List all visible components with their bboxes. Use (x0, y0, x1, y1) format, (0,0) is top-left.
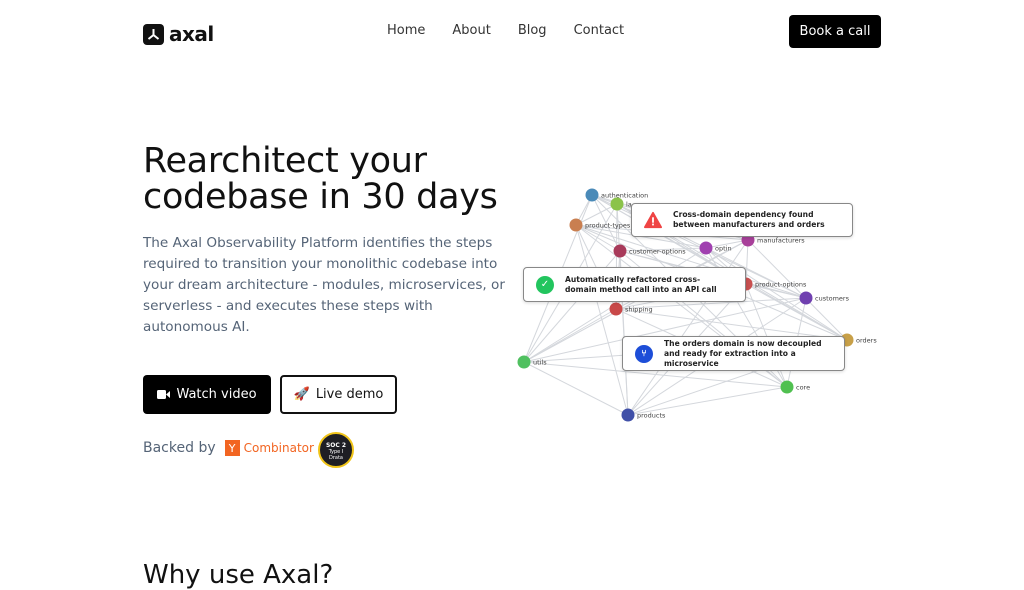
graph-node-label: orders (856, 337, 877, 345)
graph-edge (627, 386, 788, 416)
graph-node (585, 188, 599, 202)
graph-edge (575, 224, 621, 252)
branch-icon: ⑂ (635, 344, 653, 363)
graph-node-label: product-types (585, 222, 631, 230)
graph-edge (615, 297, 807, 310)
graph-edge (523, 361, 788, 388)
graph-node (610, 197, 624, 211)
logo-text: axal (169, 22, 214, 46)
watch-video-button[interactable]: Watch video (143, 375, 271, 414)
graph-node-label: utils (533, 359, 547, 367)
graph-node (699, 241, 713, 255)
notification-card: ✓ Automatically refactored cross-domain … (523, 267, 746, 302)
nav-about[interactable]: About (452, 23, 491, 38)
notification-card: ⑂ The orders domain is now decoupled and… (622, 336, 845, 371)
graph-edge (705, 239, 749, 249)
graph-edge (523, 297, 807, 363)
graph-node (609, 302, 623, 316)
warning-icon (644, 211, 662, 229)
graph-edge (745, 283, 807, 299)
graph-edge (523, 308, 617, 363)
graph-node-label: la (626, 201, 632, 209)
graph-edge (523, 361, 629, 416)
check-icon: ✓ (536, 275, 554, 294)
graph-edge (575, 224, 807, 299)
graph-node (569, 218, 583, 232)
hero-title: Rearchitect your codebase in 30 days (143, 141, 498, 217)
graph-node-label: manufacturers (757, 237, 805, 245)
graph-edge (615, 308, 848, 341)
section-title: Why use Axal? (143, 560, 334, 590)
main-nav: Home About Blog Contact (387, 23, 624, 38)
graph-edge (705, 247, 848, 341)
watch-video-label: Watch video (176, 387, 257, 402)
graph-node (621, 408, 635, 422)
graph-edge (747, 239, 848, 341)
graph-node-label: products (637, 412, 666, 420)
notification-card: Cross-domain dependency found between ma… (631, 203, 853, 237)
graph-edge (745, 239, 749, 285)
graph-node (799, 291, 813, 305)
live-demo-button[interactable]: 🚀 Live demo (280, 375, 397, 414)
graph-node-label: shipping (625, 306, 653, 314)
nav-blog[interactable]: Blog (517, 23, 547, 38)
live-demo-label: Live demo (315, 387, 384, 402)
graph-node-label: core (796, 384, 810, 392)
logo[interactable]: axal (143, 22, 214, 46)
rocket-icon: 🚀 (293, 387, 310, 402)
graph-edge (745, 283, 848, 341)
graph-node-label: customer-options (629, 248, 686, 256)
graph-node-label: authentication (601, 192, 648, 200)
graph-edge (575, 203, 618, 226)
graph-edge (705, 247, 807, 299)
graph-node-label: customers (815, 295, 850, 303)
nav-home[interactable]: Home (387, 23, 426, 38)
graph-node-label: optin (715, 245, 732, 253)
graph-node (613, 244, 627, 258)
book-call-button[interactable]: Book a call (789, 15, 881, 48)
logo-icon (143, 23, 164, 45)
hero-description: The Axal Observability Platform identifi… (143, 235, 505, 335)
nav-contact[interactable]: Contact (573, 23, 625, 38)
graph-node (780, 380, 794, 394)
video-camera-icon (157, 390, 171, 399)
graph-edge (619, 247, 707, 252)
soc2-badge: SOC 2 Type I Drata (318, 432, 354, 468)
graph-node-label: product-options (755, 281, 807, 289)
backed-by-label: Backed by (143, 440, 216, 456)
graph-node (517, 355, 531, 369)
